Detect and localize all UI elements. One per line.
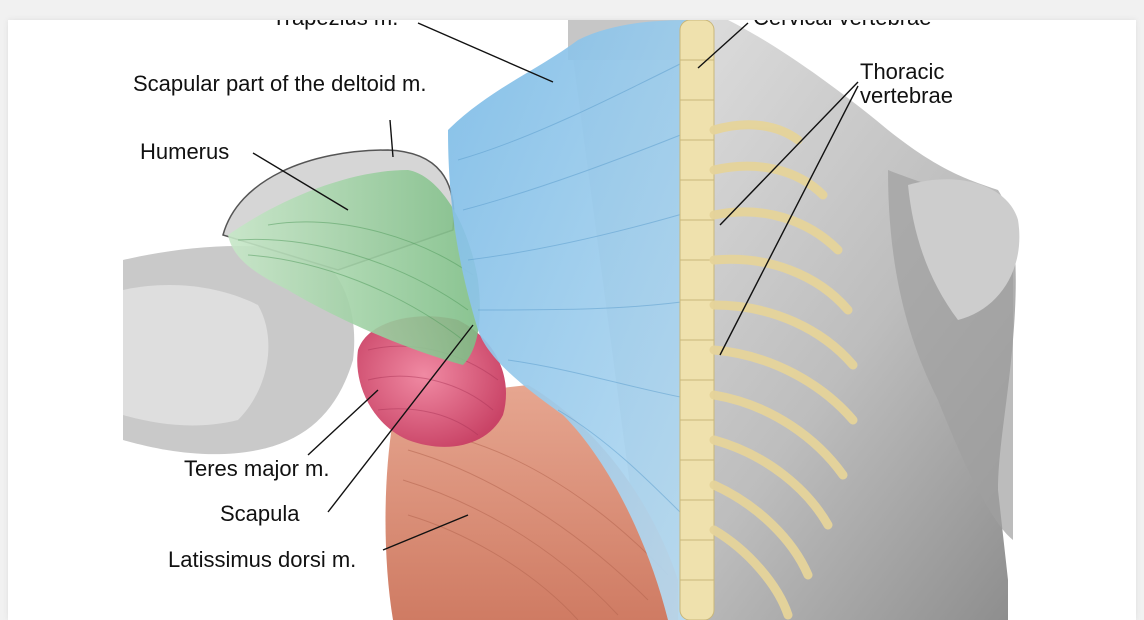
back-anatomy-illustration <box>123 20 1020 620</box>
label-latissimus-dorsi: Latissimus dorsi m. <box>168 547 357 572</box>
label-thoracic-line2: vertebrae <box>860 83 953 108</box>
leader-lines <box>252 22 859 551</box>
vertebral-column <box>679 20 858 620</box>
label-cervical-vertebrae: Cervical vertebrae <box>753 20 932 30</box>
trapezius-muscle <box>448 20 698 620</box>
label-scapula: Scapula <box>220 501 300 526</box>
label-trapezius: Trapezius m. <box>272 20 398 30</box>
deltoid-muscle <box>228 170 480 365</box>
label-thoracic-line1: Thoracic <box>860 59 945 84</box>
label-thoracic-vertebrae: Thoracic vertebrae <box>860 60 980 108</box>
label-humerus: Humerus <box>140 139 230 164</box>
label-scapular-deltoid: Scapular part of the deltoid m. <box>133 71 427 96</box>
figure-card: Trapezius m. Cervical vertebrae Scapular… <box>8 20 1136 620</box>
label-teres-major: Teres major m. <box>184 456 330 481</box>
